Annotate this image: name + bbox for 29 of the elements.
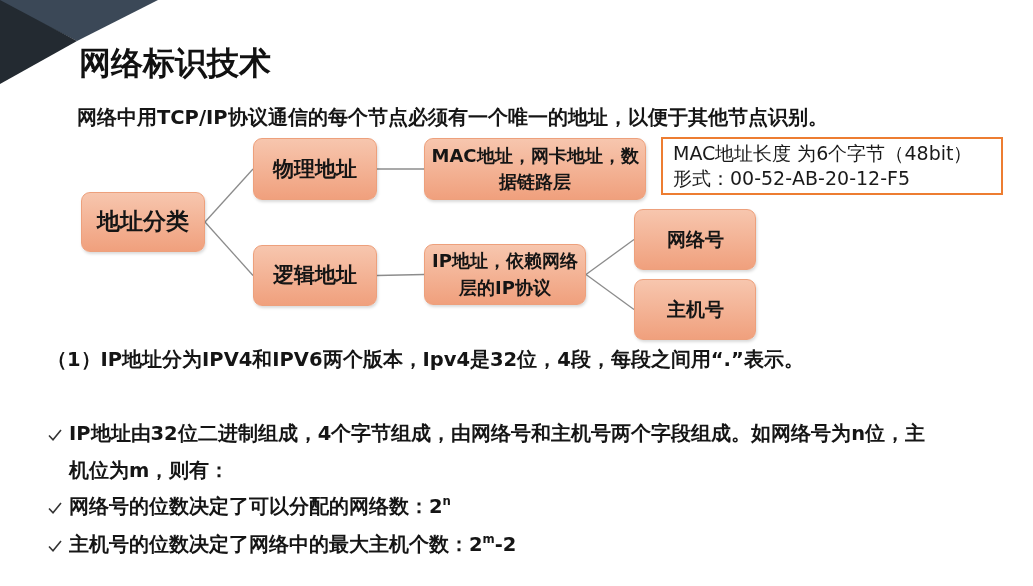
connector-line (585, 273, 635, 311)
node-label: 逻辑地址 (273, 262, 357, 290)
node-label: 网络号 (666, 226, 724, 252)
category-box (424, 244, 586, 305)
note-text: （1）IP地址分为IPV4和IPV6两个版本，Ipv4是32位，4段，每段之间用“.”表示。 (47, 347, 805, 373)
category-box (253, 138, 377, 200)
connector-line (204, 221, 254, 277)
connector-line (204, 168, 254, 223)
node-label: IP地址，依赖网络层的IP协议 (431, 249, 579, 300)
bullet-text: IP地址由32位二进制组成，4个字节组成，由网络号和主机号两个字段组成。如网络号为n位，主机位为m，则有： (69, 421, 927, 484)
node-label: MAC地址，网卡地址，数据链路层 (430, 143, 640, 194)
subtitle-text: 网络中用TCP/IP协议通信的每个节点必须有一个唯一的地址，以便于其他节点识别。 (77, 105, 829, 131)
connector-line (585, 238, 635, 276)
category-box (634, 279, 756, 340)
connector-line (376, 273, 425, 277)
node-label: 主机号 (666, 296, 724, 322)
category-box (424, 138, 646, 200)
node-label: 物理地址 (273, 155, 357, 183)
connector-line (376, 168, 425, 170)
info-box (661, 137, 1003, 195)
info-text: MAC地址长度 为6个字节（48bit） (673, 141, 973, 166)
node-label: 地址分类 (97, 207, 189, 237)
bullet-text: 网络号的位数决定了可以分配的网络数：2$^{n}$ (69, 492, 452, 520)
info-text: 形式：00-52-AB-20-12-F5 (673, 166, 911, 191)
category-box (634, 209, 756, 270)
slide-title: 网络标识技术 (79, 43, 271, 83)
bullet-text: 主机号的位数决定了网络中的最大主机个数：2$^{m}$-2 (69, 530, 518, 558)
category-box (81, 192, 205, 252)
category-box (253, 245, 377, 306)
